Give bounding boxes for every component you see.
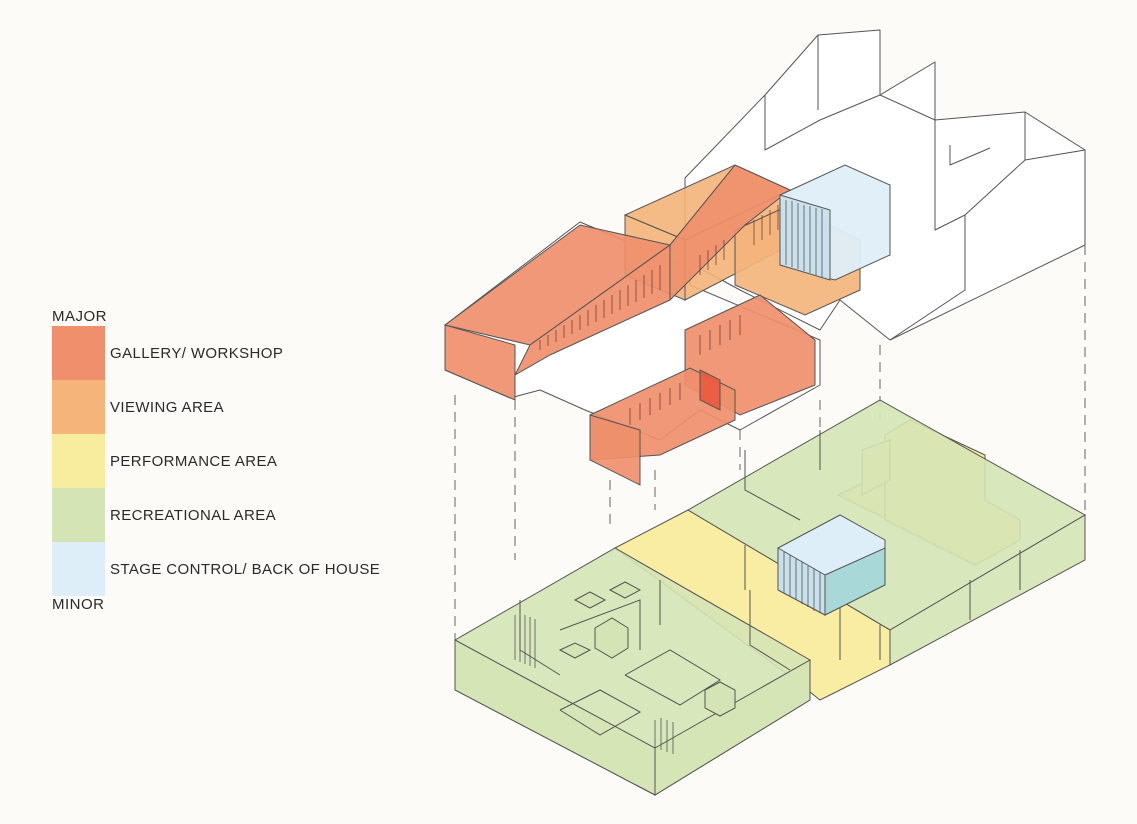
legend-swatch (52, 542, 105, 596)
recreational-area-floor (454, 399, 1087, 796)
legend-item-label: PERFORMANCE AREA (110, 452, 278, 470)
legend-item-label: STAGE CONTROL/ BACK OF HOUSE (110, 560, 381, 578)
legend-minor-label: MINOR (52, 596, 105, 613)
legend-item-label: VIEWING AREA (110, 398, 224, 416)
legend-item-recreational-area: RECREATIONAL AREA (52, 488, 392, 542)
legend: MAJOR GALLERY/ WORKSHOP VIEWING AREA PER… (52, 308, 392, 614)
ground-furniture (558, 581, 736, 717)
ground-slats (514, 613, 674, 754)
legend-item-gallery-workshop: GALLERY/ WORKSHOP (52, 326, 392, 380)
legend-swatch (52, 326, 105, 380)
legend-item-label: RECREATIONAL AREA (110, 506, 277, 524)
legend-major-label: MAJOR (52, 308, 107, 325)
stage-slats-upper (785, 200, 823, 277)
legend-rows: GALLERY/ WORKSHOP VIEWING AREA PERFORMAN… (52, 326, 392, 596)
legend-item-viewing-area: VIEWING AREA (52, 380, 392, 434)
legend-item-performance-area: PERFORMANCE AREA (52, 434, 392, 488)
stage-control-upper (779, 164, 891, 281)
legend-item-label: GALLERY/ WORKSHOP (110, 344, 284, 362)
legend-swatch (52, 434, 105, 488)
legend-swatch (52, 488, 105, 542)
projection-lines (454, 245, 1086, 640)
legend-item-stage-control: STAGE CONTROL/ BACK OF HOUSE (52, 542, 392, 596)
legend-swatch (52, 380, 105, 434)
stage-slats-ground (783, 552, 821, 613)
ground-interior-lines (454, 430, 1021, 736)
gallery-slats (539, 205, 779, 425)
